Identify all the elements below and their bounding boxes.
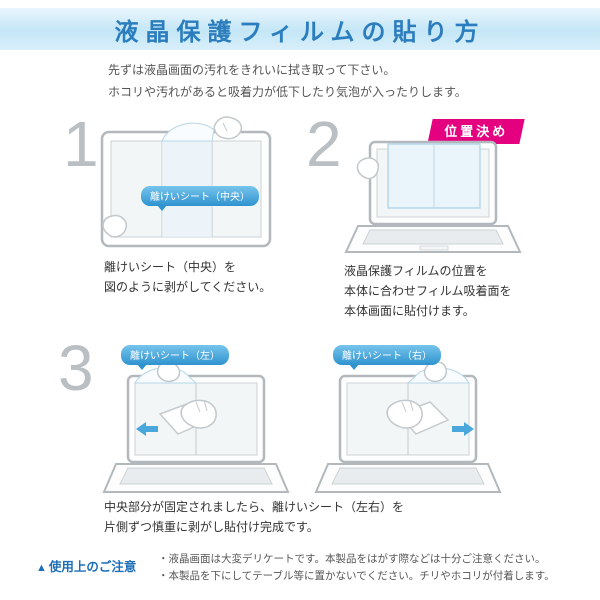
step3-right-illustration — [312, 360, 512, 502]
intro-text: 先ずは液晶画面の汚れをきれいに拭き取って下さい。 ホコリや汚れがあると吸着力が低… — [108, 60, 467, 103]
laptop-screen-peel-center-icon — [100, 116, 272, 248]
step1-center-sheet-label: 離けいシート（中央） — [141, 186, 259, 211]
step2-caption-line-3: 本体画面に貼付けます。 — [344, 303, 475, 318]
laptop-peel-left-sheet-icon — [102, 360, 290, 493]
step2-caption: 液晶保護フィルムの位置を 本体に合わせフィルム吸着面を 本体画面に貼付けます。 — [344, 262, 512, 321]
title-bar: 液晶保護フィルムの貼り方 — [0, 8, 600, 50]
intro-line-2: ホコリや汚れがあると吸着力が低下したり気泡が入ったりします。 — [108, 84, 467, 99]
step3-left-illustration — [100, 360, 300, 502]
laptop-peel-right-sheet-icon — [314, 360, 502, 493]
usage-notes-heading-label: 使用上のご注意 — [48, 560, 137, 574]
laptop-film-positioning-icon — [344, 140, 522, 253]
step2-illustration — [340, 138, 525, 263]
usage-note-2: ・本製品を下にしてテーブル等に置かないでください。チリやホコリが付着します。 — [158, 570, 555, 583]
step2-number: 2 — [306, 108, 342, 180]
step1-caption: 離けいシート（中央）を 図のように剥がしてください。 — [104, 258, 271, 298]
step3-caption: 中央部分が固定されましたら、離けいシート（左右）を 片側ずつ慎重に剥がし貼付け完… — [104, 498, 404, 538]
intro-line-1: 先ずは液晶画面の汚れをきれいに拭き取って下さい。 — [108, 63, 396, 77]
step3-number: 3 — [58, 332, 94, 404]
step2-caption-line-2: 本体に合わせフィルム吸着面を — [344, 283, 512, 298]
warning-triangle-icon: ▲ — [36, 562, 47, 574]
usage-note-1: ・液晶画面は大変デリケートです。本製品をはがす際などは十分ご注意ください。 — [158, 553, 546, 565]
step3-caption-line-1: 中央部分が固定されましたら、離けいシート（左右）を — [104, 500, 405, 514]
step1-caption-line-2: 図のように剥がしてください。 — [104, 279, 272, 294]
usage-notes-list: ・液晶画面は大変デリケートです。本製品をはがす際などは十分ご注意ください。 ・本… — [158, 551, 555, 586]
page-title: 液晶保護フィルムの貼り方 — [114, 18, 486, 46]
step3-left-sheet-label: 離けいシート（左） — [121, 345, 229, 370]
step2-caption-line-1: 液晶保護フィルムの位置を — [344, 264, 488, 278]
step3-caption-line-2: 片側ずつ慎重に剥がし貼付け完成です。 — [104, 519, 319, 534]
usage-notes-heading: ▲使用上のご注意 — [36, 556, 136, 575]
step1-number: 1 — [63, 108, 99, 180]
step1-caption-line-1: 離けいシート（中央）を — [104, 260, 237, 274]
step3-right-sheet-label: 離けいシート（右） — [333, 345, 441, 370]
step1-illustration — [96, 114, 296, 254]
